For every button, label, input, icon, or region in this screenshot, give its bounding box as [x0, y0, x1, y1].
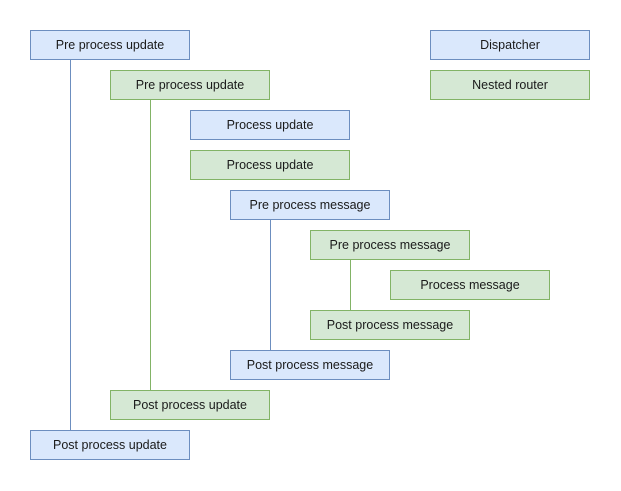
process-node-1[interactable]: Pre process update	[110, 70, 270, 100]
process-node-6[interactable]: Process message	[390, 270, 550, 300]
process-node-4[interactable]: Pre process message	[230, 190, 390, 220]
connector-router-message-spine	[350, 260, 351, 310]
process-node-label: Pre process update	[55, 37, 165, 52]
connector-dispatcher-message-spine	[270, 220, 271, 350]
process-node-label: Post process message	[326, 317, 454, 332]
process-node-label: Process message	[420, 277, 520, 292]
process-node-label: Process update	[226, 117, 314, 132]
legend-item-0[interactable]: Dispatcher	[430, 30, 590, 60]
process-node-8[interactable]: Post process message	[230, 350, 390, 380]
process-node-label: Pre process update	[135, 77, 245, 92]
process-node-10[interactable]: Post process update	[30, 430, 190, 460]
legend-item-1[interactable]: Nested router	[430, 70, 590, 100]
connector-router-update-spine	[150, 100, 151, 390]
legend-item-label: Dispatcher	[480, 37, 540, 52]
process-node-label: Post process update	[53, 437, 167, 452]
process-node-9[interactable]: Post process update	[110, 390, 270, 420]
process-node-label: Pre process message	[249, 197, 371, 212]
process-node-label: Pre process message	[329, 237, 451, 252]
process-node-3[interactable]: Process update	[190, 150, 350, 180]
process-node-label: Post process message	[246, 357, 374, 372]
legend-item-label: Nested router	[472, 77, 548, 92]
connector-dispatcher-update-spine	[70, 60, 71, 430]
process-node-label: Process update	[226, 157, 314, 172]
process-node-2[interactable]: Process update	[190, 110, 350, 140]
process-node-7[interactable]: Post process message	[310, 310, 470, 340]
process-node-label: Post process update	[133, 397, 247, 412]
process-node-0[interactable]: Pre process update	[30, 30, 190, 60]
process-node-5[interactable]: Pre process message	[310, 230, 470, 260]
